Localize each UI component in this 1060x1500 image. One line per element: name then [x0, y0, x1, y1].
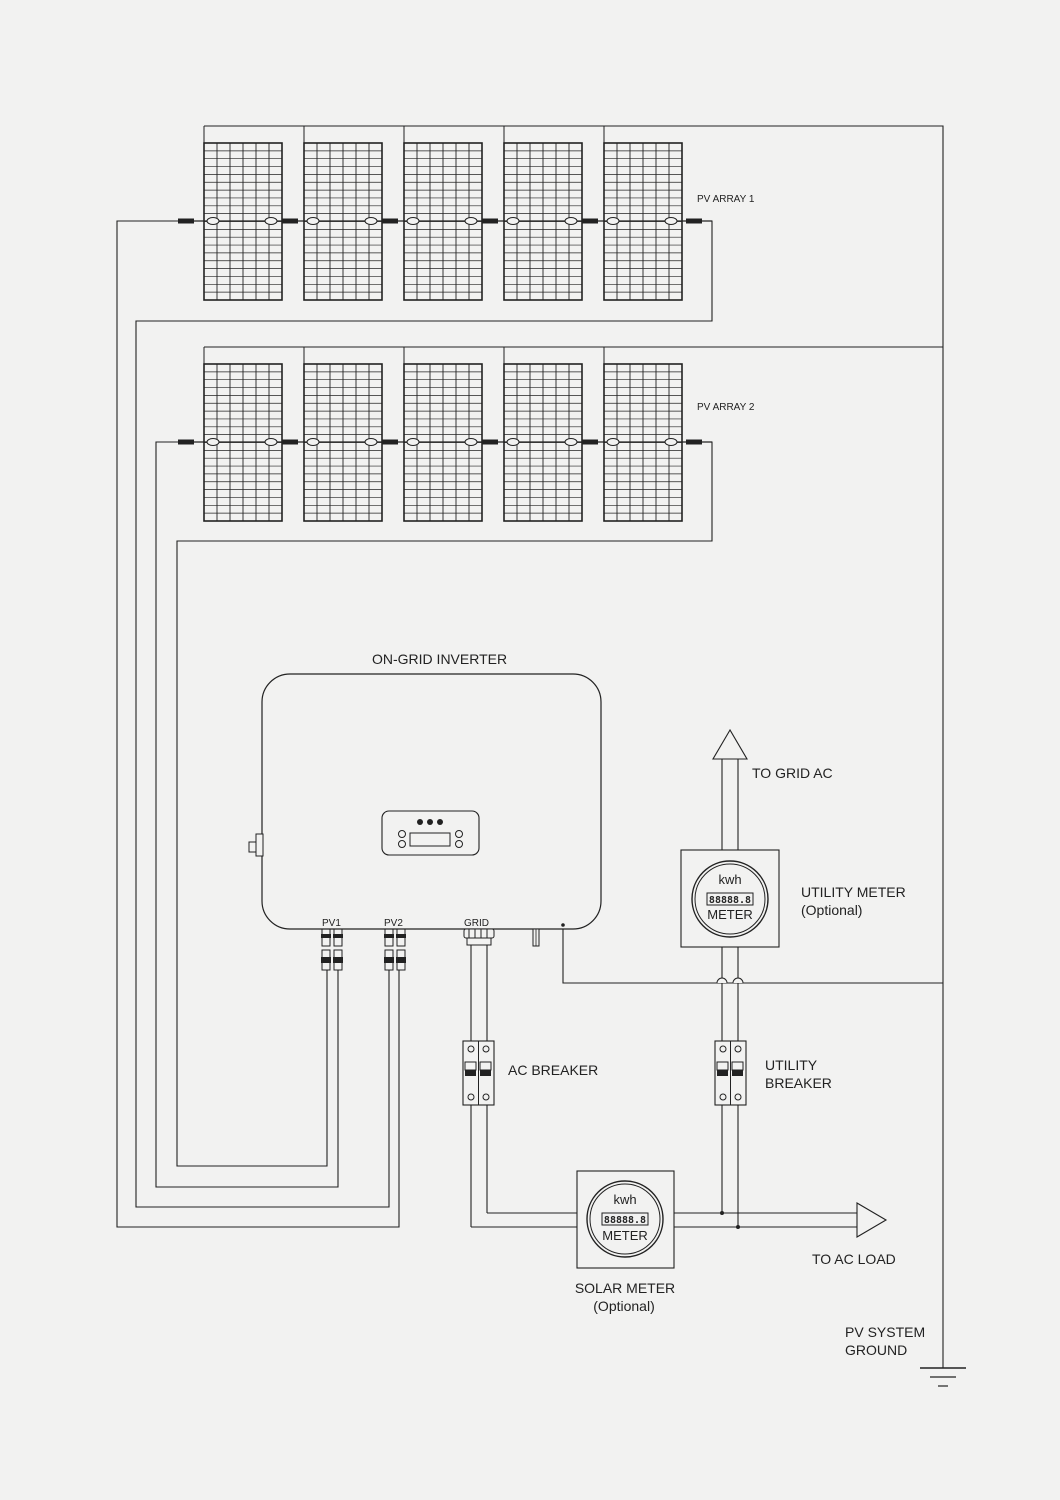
mc4-connector	[178, 218, 194, 224]
on-grid-inverter[interactable]	[248, 673, 602, 971]
solar-panel[interactable]	[603, 126, 683, 301]
solar-panel[interactable]	[503, 126, 583, 301]
solar-meter-label-line1: SOLAR METER	[575, 1280, 675, 1296]
wire-crossings	[716, 977, 744, 984]
solar-meter-unit: kwh	[613, 1192, 636, 1207]
ac-wiring	[470, 787, 857, 1228]
solar-panel[interactable]	[303, 347, 383, 522]
mc4-connector	[382, 218, 398, 224]
inverter-control-panel[interactable]	[381, 810, 480, 856]
to-grid-label: TO GRID AC	[752, 765, 833, 781]
solar-panel[interactable]	[203, 347, 283, 522]
utility-meter-label-line1: UTILITY METER	[801, 884, 906, 900]
inverter-title: ON-GRID INVERTER	[372, 651, 507, 667]
utility-meter-label-line2: (Optional)	[801, 902, 862, 918]
utility-breaker-label-line2: BREAKER	[765, 1075, 832, 1091]
grid-connector[interactable]	[463, 928, 495, 946]
mc4-connector	[482, 218, 498, 224]
utility-meter[interactable]: kwh 88888.8 METER	[680, 849, 780, 948]
pv-array-2-label: PV ARRAY 2	[697, 402, 755, 413]
ground-screw	[561, 923, 565, 927]
mc4-connector	[582, 439, 598, 445]
mc4-connector	[686, 439, 702, 445]
solar-panel[interactable]	[403, 347, 483, 522]
pv-array-1-label: PV ARRAY 1	[697, 194, 755, 205]
solar-meter[interactable]: kwh 88888.8 METER	[576, 1170, 675, 1269]
pv-array-2	[178, 346, 712, 522]
mc4-connector	[382, 439, 398, 445]
ac-breaker[interactable]	[462, 1040, 495, 1106]
pv2-connector[interactable]	[384, 928, 406, 971]
solar-meter-display: 88888.8	[604, 1215, 646, 1226]
grid-port-label: GRID	[464, 918, 489, 929]
ac-breaker-label: AC BREAKER	[508, 1062, 598, 1078]
mc4-connector	[282, 439, 298, 445]
ground-label-line2: GROUND	[845, 1342, 907, 1358]
utility-breaker-label-line1: UTILITY	[765, 1057, 818, 1073]
ground-label-line1: PV SYSTEM	[845, 1324, 925, 1340]
pv1-connector[interactable]	[321, 928, 343, 971]
solar-meter-label-line2: (Optional)	[593, 1298, 654, 1314]
to-load-label: TO AC LOAD	[812, 1251, 896, 1267]
mc4-connector	[482, 439, 498, 445]
solar-panel[interactable]	[603, 347, 683, 522]
mc4-connector	[178, 439, 194, 445]
solar-panel[interactable]	[203, 126, 283, 301]
junction-dots	[720, 1211, 740, 1229]
solar-panel[interactable]	[303, 126, 383, 301]
pv-arrays	[178, 125, 712, 522]
mc4-connector	[686, 218, 702, 224]
utility-breaker[interactable]	[714, 1040, 747, 1106]
utility-meter-display: 88888.8	[709, 895, 751, 906]
pv1-port-label: PV1	[322, 918, 341, 929]
mc4-connector	[282, 218, 298, 224]
solar-panel[interactable]	[503, 347, 583, 522]
to-grid-arrow	[712, 728, 748, 787]
mc4-connector	[582, 218, 598, 224]
solar-panel[interactable]	[403, 126, 483, 301]
to-load-arrow	[856, 1202, 888, 1238]
solar-meter-name: METER	[602, 1228, 648, 1243]
pv2-port-label: PV2	[384, 918, 403, 929]
vent-plug	[532, 928, 540, 947]
utility-meter-name: METER	[707, 907, 753, 922]
pv-array-1	[178, 125, 712, 301]
utility-meter-unit: kwh	[718, 872, 741, 887]
